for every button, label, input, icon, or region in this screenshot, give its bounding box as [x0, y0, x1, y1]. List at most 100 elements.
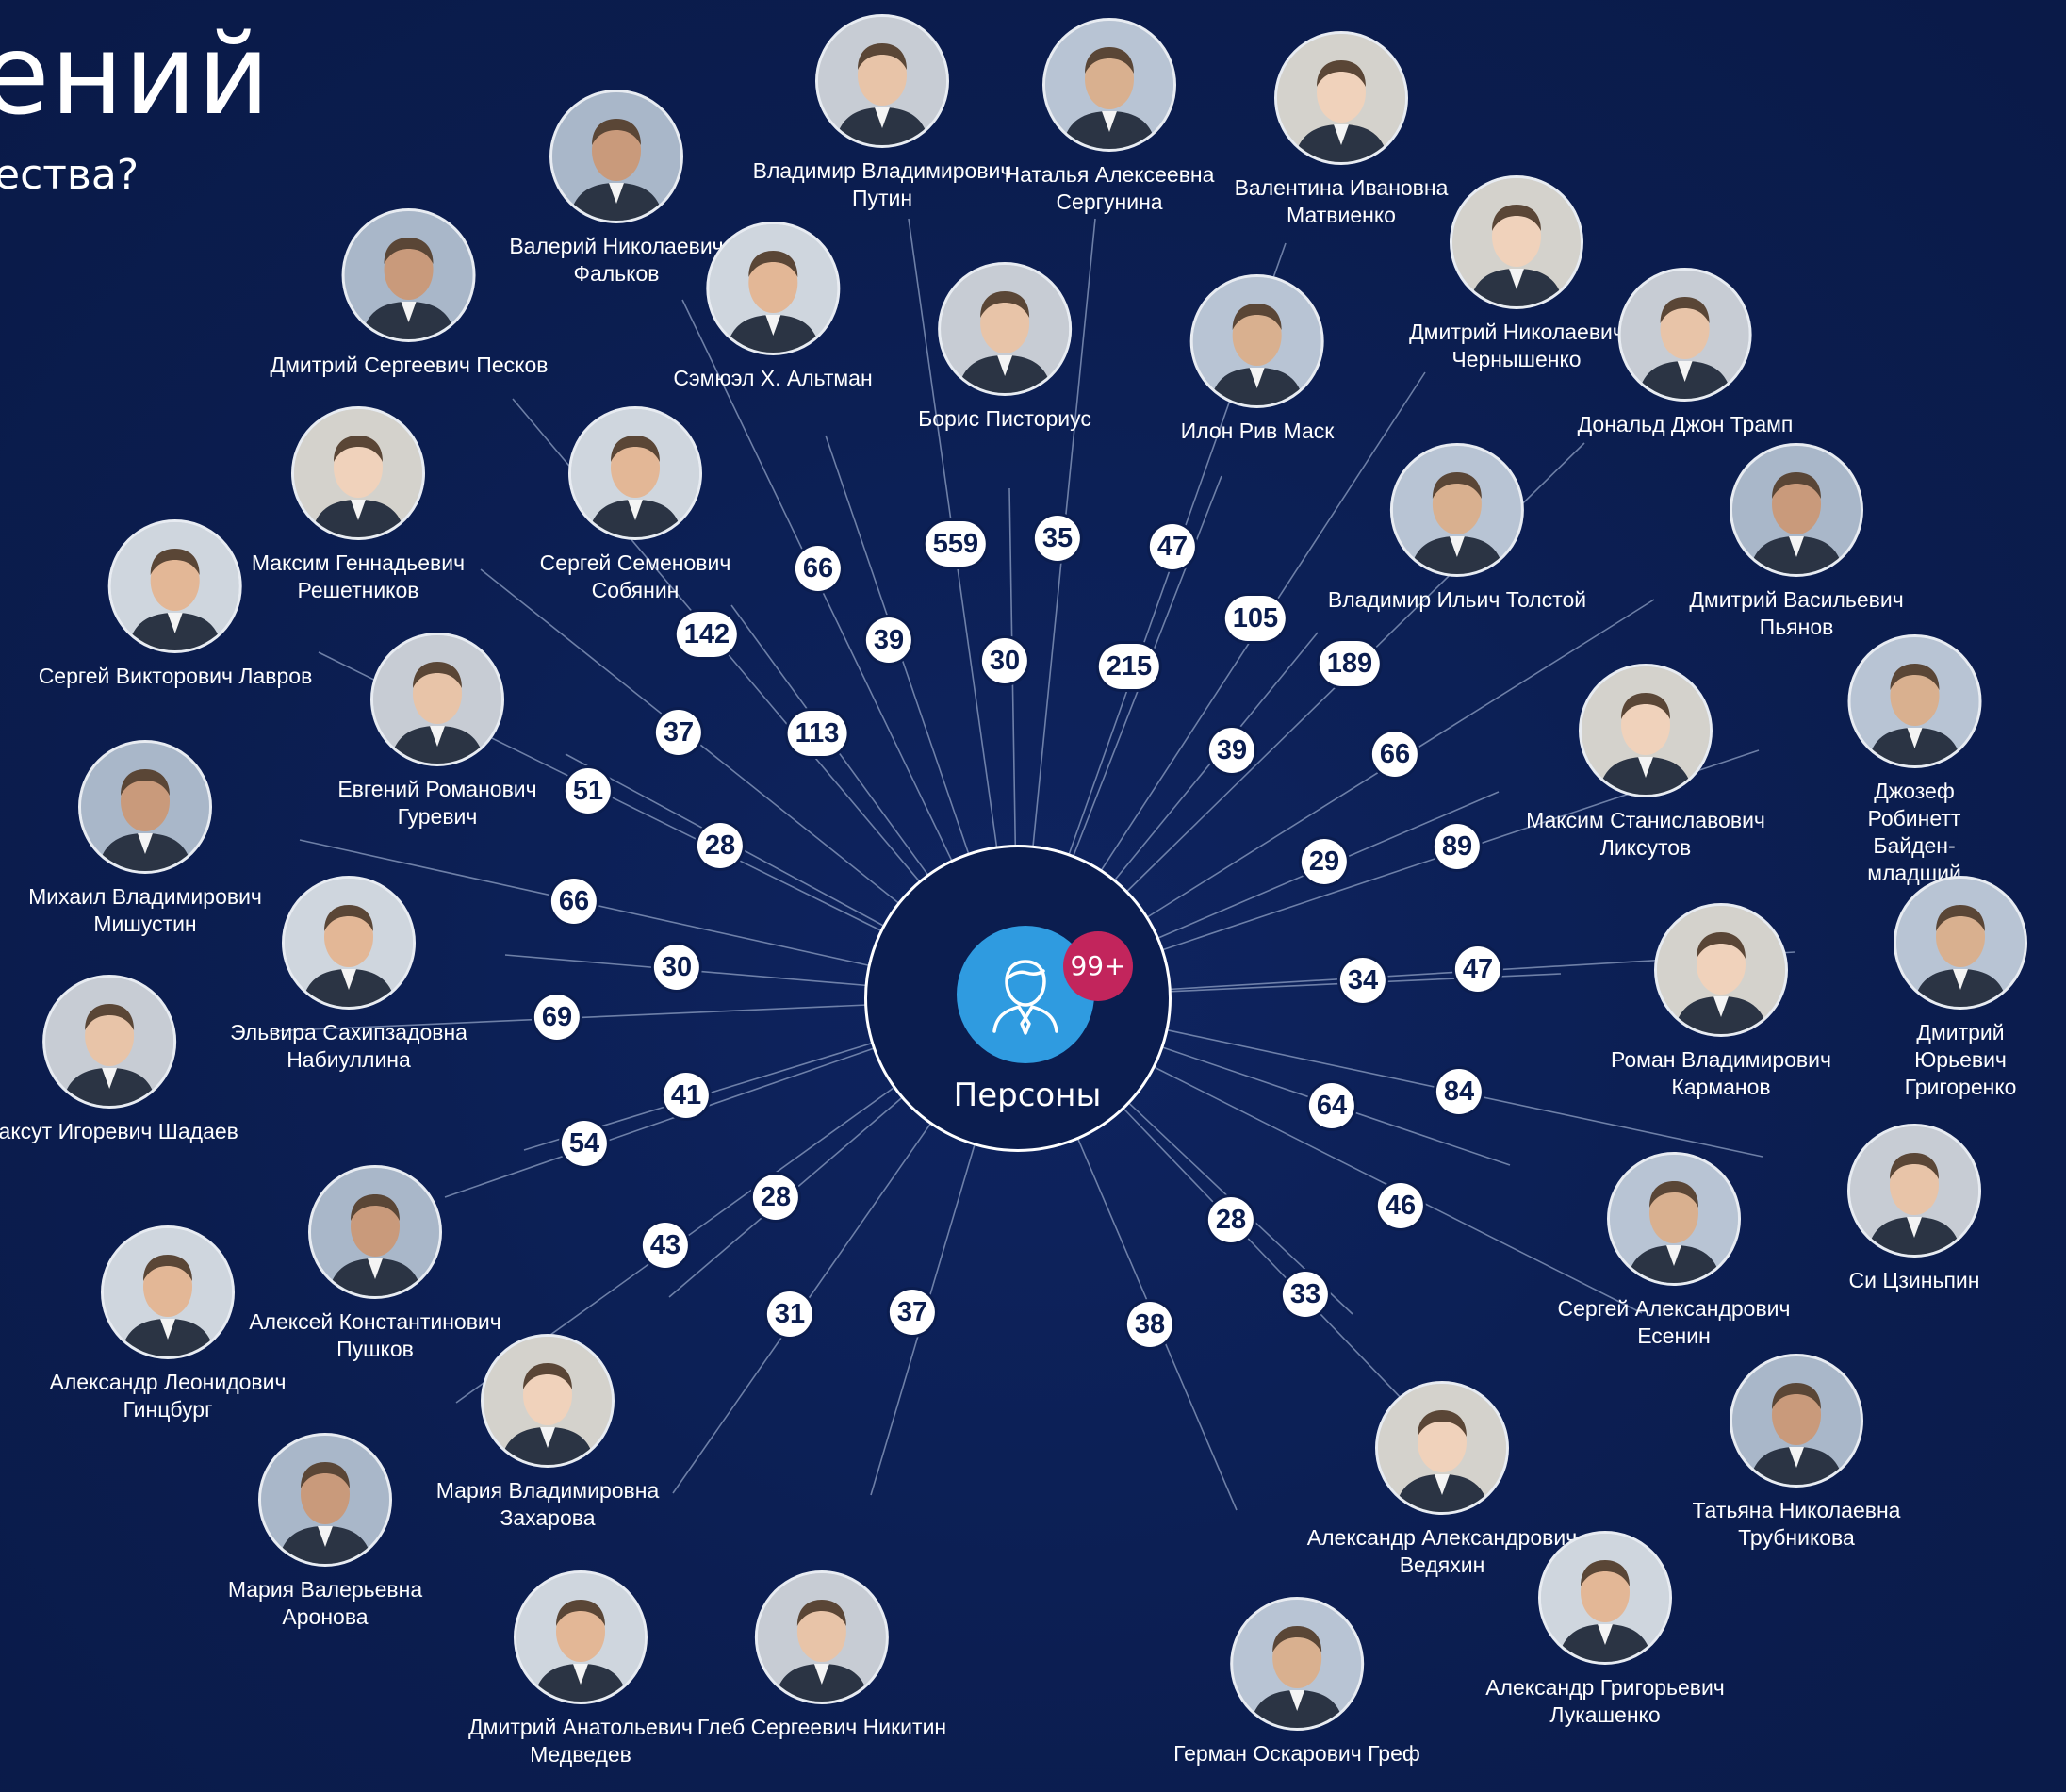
- person-name[interactable]: Джозеф Робинетт Байден-младший: [1867, 779, 1961, 885]
- avatar[interactable]: [1607, 1152, 1741, 1286]
- person-name[interactable]: Дмитрий Васильевич Пьянов: [1689, 587, 1904, 639]
- person-name[interactable]: Дональд Джон Трамп: [1577, 412, 1794, 436]
- avatar[interactable]: [705, 222, 840, 355]
- avatar[interactable]: [78, 740, 212, 874]
- person-name[interactable]: Илон Рив Маск: [1180, 419, 1335, 443]
- person-4-node[interactable]: Валерий Николаевич Фальков: [475, 90, 758, 288]
- avatar[interactable]: [108, 519, 242, 653]
- person-name[interactable]: Татьяна Николаевна Трубникова: [1692, 1498, 1901, 1550]
- edge-count-badge[interactable]: 66: [795, 546, 842, 591]
- edge-count-badge[interactable]: 39: [865, 617, 912, 663]
- person-name[interactable]: Михаил Владимирович Мишустин: [28, 884, 262, 936]
- edge-count-badge[interactable]: 41: [663, 1073, 710, 1118]
- person-2-node[interactable]: Наталья Алексеевна Сергунина: [968, 18, 1251, 216]
- avatar[interactable]: [568, 406, 702, 540]
- person-name[interactable]: Максут Игоревич Шадаев: [0, 1119, 238, 1143]
- person-7-node[interactable]: Илон Рив Маск: [1180, 274, 1335, 445]
- avatar[interactable]: [815, 14, 949, 148]
- avatar[interactable]: [101, 1225, 235, 1359]
- edge-count-badge[interactable]: 37: [889, 1290, 936, 1335]
- avatar[interactable]: [1730, 443, 1863, 577]
- avatar[interactable]: [1389, 443, 1524, 577]
- person-8-node[interactable]: Дмитрий Николаевич Чернышенко: [1375, 175, 1658, 373]
- person-name[interactable]: Роман Владимирович Карманов: [1611, 1047, 1831, 1099]
- edge-count-badge[interactable]: 113: [787, 711, 847, 756]
- person-name[interactable]: Евгений Романович Гуревич: [337, 777, 537, 829]
- edge-count-badge[interactable]: 215: [1098, 644, 1160, 689]
- edge-count-badge[interactable]: 39: [1208, 728, 1255, 773]
- person-name[interactable]: Эльвира Сахипзадовна Набиуллина: [230, 1020, 467, 1072]
- edge-count-badge[interactable]: 46: [1377, 1183, 1424, 1228]
- avatar[interactable]: [1538, 1531, 1672, 1665]
- person-23-node[interactable]: Роман Владимирович Карманов: [1580, 903, 1862, 1101]
- person-18-node[interactable]: Максим Станиславович Ликсутов: [1504, 664, 1787, 862]
- person-34-node[interactable]: Татьяна Николаевна Трубникова: [1662, 1354, 1931, 1552]
- person-9-node[interactable]: Дмитрий Сергеевич Песков: [271, 208, 548, 379]
- edge-count-badge[interactable]: 559: [925, 521, 987, 567]
- edge-count-badge[interactable]: 37: [655, 710, 702, 755]
- edge-count-badge[interactable]: 84: [1435, 1069, 1483, 1114]
- person-name[interactable]: Александр Григорьевич Лукашенко: [1485, 1675, 1725, 1727]
- person-22-node[interactable]: Дмитрий Юрьевич Григоренко: [1894, 876, 2027, 1101]
- avatar[interactable]: [42, 975, 176, 1109]
- person-21-node[interactable]: Максут Игоревич Шадаев: [0, 975, 238, 1145]
- avatar[interactable]: [308, 1165, 442, 1299]
- avatar[interactable]: [938, 262, 1072, 396]
- avatar[interactable]: [1274, 31, 1408, 165]
- person-14-node[interactable]: Дмитрий Васильевич Пьянов: [1662, 443, 1931, 641]
- person-29-node[interactable]: Мария Валерьевна Аронова: [184, 1433, 467, 1631]
- edge-count-badge[interactable]: 66: [550, 879, 598, 924]
- edge-count-badge[interactable]: 30: [653, 945, 700, 990]
- avatar[interactable]: [1375, 1381, 1509, 1515]
- person-name[interactable]: Владимир Ильич Толстой: [1327, 587, 1587, 612]
- person-19-node[interactable]: Михаил Владимирович Мишустин: [4, 740, 287, 938]
- edge-count-badge[interactable]: 89: [1434, 824, 1481, 869]
- person-16-node[interactable]: Евгений Романович Гуревич: [296, 633, 579, 830]
- avatar[interactable]: [1894, 876, 2027, 1010]
- avatar[interactable]: [370, 633, 504, 766]
- person-12-node[interactable]: Владимир Ильич Толстой: [1328, 443, 1586, 614]
- edge-count-badge[interactable]: 30: [981, 638, 1028, 683]
- person-name[interactable]: Алексей Константинович Пушков: [249, 1309, 501, 1361]
- person-name[interactable]: Мария Владимировна Захарова: [435, 1478, 660, 1530]
- person-name[interactable]: Сергей Александрович Есенин: [1557, 1296, 1791, 1348]
- person-name[interactable]: Валентина Ивановна Матвиенко: [1234, 175, 1449, 227]
- avatar[interactable]: [342, 208, 476, 342]
- edge-count-badge[interactable]: 34: [1339, 958, 1386, 1003]
- person-name[interactable]: Герман Оскарович Греф: [1173, 1741, 1420, 1766]
- person-name[interactable]: Сергей Викторович Лавров: [38, 664, 313, 688]
- person-name[interactable]: Си Цзиньпин: [1848, 1268, 1980, 1292]
- avatar[interactable]: [1189, 274, 1324, 408]
- person-13-node[interactable]: Максим Геннадьевич Решетников: [217, 406, 500, 604]
- person-25-node[interactable]: Александр Леонидович Гинцбург: [26, 1225, 309, 1423]
- edge-count-badge[interactable]: 33: [1282, 1272, 1329, 1317]
- edge-count-badge[interactable]: 29: [1301, 839, 1348, 884]
- avatar[interactable]: [1730, 1354, 1863, 1488]
- edge-count-badge[interactable]: 54: [561, 1121, 608, 1166]
- avatar[interactable]: [1579, 664, 1713, 797]
- person-name[interactable]: Александр Александрович Ведяхин: [1306, 1525, 1578, 1577]
- avatar[interactable]: [1617, 268, 1752, 402]
- person-15-node[interactable]: Сергей Викторович Лавров: [38, 519, 313, 690]
- avatar[interactable]: [754, 1570, 889, 1704]
- person-name[interactable]: Дмитрий Юрьевич Григоренко: [1904, 1020, 2017, 1099]
- avatar[interactable]: [258, 1433, 392, 1567]
- person-26-node[interactable]: Си Цзиньпин: [1847, 1124, 1981, 1294]
- edge-count-badge[interactable]: 47: [1149, 524, 1196, 569]
- person-name[interactable]: Наталья Алексеевна Сергунина: [1004, 162, 1215, 214]
- person-name[interactable]: Глеб Сергеевич Никитин: [697, 1715, 947, 1739]
- person-name[interactable]: Сэмюэл Х. Альтман: [673, 366, 873, 390]
- person-33-node[interactable]: Александр Александрович Ведяхин: [1301, 1381, 1583, 1579]
- edge-count-badge[interactable]: 51: [565, 768, 612, 814]
- avatar[interactable]: [1847, 634, 1981, 768]
- person-5-node[interactable]: Сэмюэл Х. Альтман: [673, 222, 873, 392]
- edge-count-badge[interactable]: 69: [533, 995, 581, 1040]
- person-name[interactable]: Валерий Николаевич Фальков: [509, 234, 724, 286]
- edge-count-badge[interactable]: 105: [1224, 596, 1287, 641]
- edge-count-badge[interactable]: 47: [1454, 946, 1501, 992]
- person-11-node[interactable]: Дональд Джон Трамп: [1577, 268, 1794, 438]
- person-30-node[interactable]: Дмитрий Анатольевич Медведев: [439, 1570, 722, 1768]
- edge-count-badge[interactable]: 28: [1207, 1197, 1254, 1242]
- person-1-node[interactable]: Владимир Владимирович Путин: [741, 14, 1024, 212]
- person-name[interactable]: Максим Геннадьевич Решетников: [251, 551, 466, 602]
